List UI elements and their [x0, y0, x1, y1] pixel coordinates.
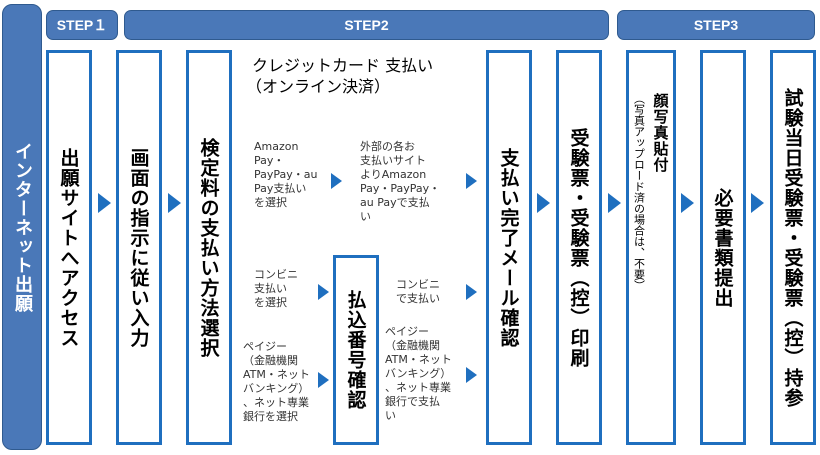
amazon-line: Pay・	[254, 154, 285, 167]
documents-box: 必要書類提出	[700, 50, 746, 445]
arrow-6	[608, 193, 621, 213]
photo-main-label: 顔写真貼付	[651, 93, 670, 173]
amazon-select-text: Amazon Pay・ PayPay・au Pay支払い を選択	[254, 140, 326, 210]
access-site-label: 出願サイトへアクセス	[57, 147, 80, 348]
arrow-1	[98, 193, 111, 213]
external-line: よりAmazon	[360, 168, 427, 181]
completion-mail-box: 支払い完了メール確認	[486, 50, 532, 445]
payeasy-pay-text: ペイジー （金融機関 ATM・ネット バンキング） 、ネット専業 銀行で支払 い	[385, 325, 465, 423]
payment-method-box: 検定料の支払い方法選択	[186, 50, 232, 445]
photo-note-label: （写真アップロード済の場合は、不要）	[632, 93, 646, 291]
completion-mail-label: 支払い完了メール確認	[497, 147, 520, 348]
arrow-amazon	[331, 173, 342, 189]
photo-box: 顔写真貼付 （写真アップロード済の場合は、不要）	[626, 50, 676, 445]
payeasy-line: ATM・ネット	[243, 368, 310, 381]
payeasy-select-text: ペイジー （金融機関 ATM・ネット バンキング） 、ネット専業 銀行を選択	[243, 340, 323, 424]
input-label: 画面の指示に従い入力	[127, 147, 150, 348]
access-site-box: 出願サイトへアクセス	[46, 50, 92, 445]
conveni-line: を選択	[254, 296, 287, 309]
step2-header: STEP2	[124, 10, 609, 40]
payeasy-line: 銀行を選択	[243, 410, 298, 423]
documents-label: 必要書類提出	[711, 187, 734, 308]
payeasy-pay-line: ペイジー	[385, 325, 429, 338]
conveni-line: コンビニ	[254, 268, 298, 281]
conveni-pay-text: コンビニ で支払い	[396, 278, 466, 306]
arrow-5	[537, 193, 550, 213]
payeasy-pay-line: バンキング）	[385, 367, 452, 380]
payeasy-pay-line: 銀行で支払	[385, 395, 440, 408]
arrow-7	[681, 193, 694, 213]
external-site-text: 外部の各お 支払いサイト よりAmazon Pay・PayPay・ au Pay…	[360, 140, 455, 224]
conveni-line: 支払い	[254, 282, 287, 295]
payeasy-line: 、ネット専業	[243, 396, 309, 409]
payeasy-pay-line: い	[385, 409, 396, 422]
internet-application-label: インターネット出願	[2, 4, 42, 450]
payeasy-pay-line: 、ネット専業	[385, 381, 451, 394]
arrow-2	[168, 193, 181, 213]
credit-title: クレジットカード 支払い （オンライン決済）	[246, 55, 482, 97]
exam-day-box: 試験当日受験票・受験票（控）持参	[770, 50, 816, 445]
exam-day-label: 試験当日受験票・受験票（控）持参	[781, 87, 804, 408]
step3-header: STEP3	[617, 10, 815, 40]
arrow-conveni-pay	[466, 284, 477, 300]
print-ticket-box: 受験票・受験票（控）印刷	[556, 50, 602, 445]
arrow-8	[751, 193, 764, 213]
conveni-pay-line: コンビニ	[396, 278, 440, 291]
arrow-conveni	[318, 284, 329, 300]
credit-title-line1: クレジットカード 支払い	[252, 56, 434, 75]
payeasy-pay-line: ATM・ネット	[385, 353, 452, 366]
amazon-line: を選択	[254, 196, 287, 209]
external-line: au Payで支払	[360, 196, 430, 209]
external-line: い	[360, 210, 371, 223]
amazon-line: Amazon	[254, 140, 299, 153]
amazon-line: PayPay・au	[254, 168, 318, 181]
conveni-pay-line: で支払い	[396, 292, 440, 305]
input-box: 画面の指示に従い入力	[116, 50, 162, 445]
external-line: Pay・PayPay・	[360, 182, 441, 195]
external-line: 外部の各お	[360, 140, 415, 153]
external-line: 支払いサイト	[360, 154, 426, 167]
credit-title-line2: （オンライン決済）	[246, 77, 391, 96]
payeasy-line: ペイジー	[243, 340, 287, 353]
step1-header: STEP１	[46, 10, 118, 40]
arrow-payeasy	[318, 372, 329, 388]
payment-method-label: 検定料の支払い方法選択	[197, 137, 220, 358]
print-ticket-label: 受験票・受験票（控）印刷	[567, 127, 590, 368]
amazon-line: Pay支払い	[254, 182, 307, 195]
payment-number-label: 払込番号確認	[344, 290, 367, 410]
payeasy-pay-line: （金融機関	[385, 339, 440, 352]
conveni-select-text: コンビニ 支払い を選択	[254, 268, 324, 310]
payeasy-line: （金融機関	[243, 354, 298, 367]
arrow-external	[466, 173, 477, 189]
arrow-payeasy-pay	[466, 367, 477, 383]
payment-number-box: 払込番号確認	[333, 255, 379, 445]
payeasy-line: バンキング）	[243, 382, 310, 395]
